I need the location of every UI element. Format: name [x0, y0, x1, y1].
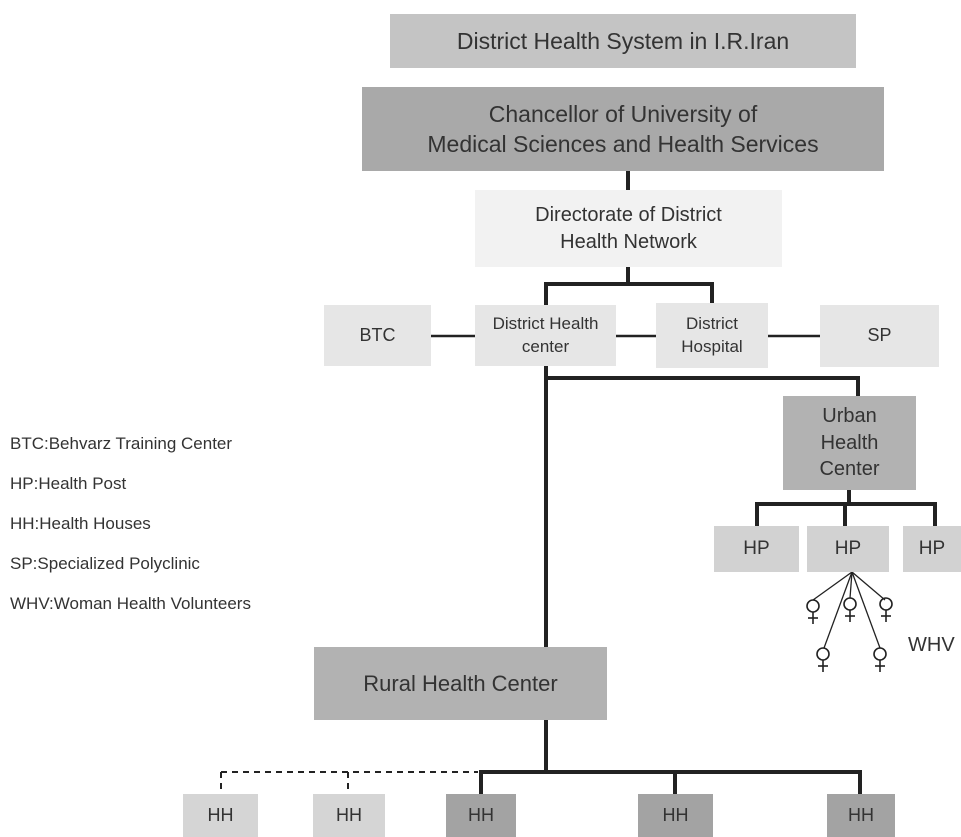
hh-box-1: HH — [183, 794, 258, 837]
district-health-center-box: District Health center — [475, 305, 616, 366]
chancellor-box: Chancellor of University of Medical Scie… — [362, 87, 884, 171]
sp-box: SP — [820, 305, 939, 367]
legend: BTC:Behvarz Training Center HP:Health Po… — [10, 430, 310, 630]
legend-item-sp: SP:Specialized Polyclinic — [10, 554, 200, 573]
district-health-system-box: District Health System in I.R.Iran — [390, 14, 856, 68]
hp-center-box: HP — [807, 526, 889, 572]
district-hospital-box: District Hospital — [656, 303, 768, 368]
whv-line-3 — [851, 571, 886, 601]
hh-box-3: HH — [446, 794, 516, 837]
directorate-box: Directorate of District Health Network — [475, 190, 782, 267]
female-icon — [806, 599, 820, 624]
whv-line-4 — [823, 571, 853, 649]
female-icon — [843, 597, 857, 622]
urban-health-center-box: Urban Health Center — [783, 396, 916, 490]
legend-item-btc: BTC:Behvarz Training Center — [10, 434, 233, 453]
whv-line-2 — [849, 571, 853, 599]
legend-item-whv: WHV:Woman Health Volunteers — [10, 594, 251, 613]
female-icon — [873, 647, 887, 672]
hh-box-5: HH — [827, 794, 895, 837]
btc-box: BTC — [324, 305, 431, 366]
rural-health-center-box: Rural Health Center — [314, 647, 607, 720]
hp-right-box: HP — [903, 526, 961, 572]
hh-box-2: HH — [313, 794, 385, 837]
female-icon — [879, 597, 893, 622]
female-icon — [816, 647, 830, 672]
whv-line-5 — [851, 571, 881, 649]
whv-label: WHV — [908, 634, 955, 656]
legend-item-hh: HH:Health Houses — [10, 514, 151, 533]
legend-item-hp: HP:Health Post — [10, 474, 127, 493]
whv-line-1 — [812, 571, 853, 601]
hp-left-box: HP — [714, 526, 799, 572]
hh-box-4: HH — [638, 794, 713, 837]
